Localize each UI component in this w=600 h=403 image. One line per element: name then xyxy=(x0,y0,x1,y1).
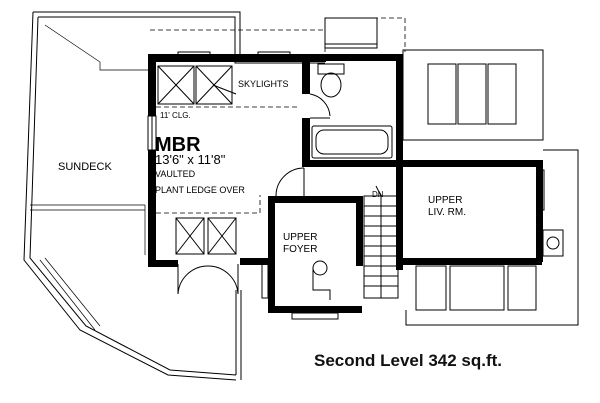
mbr-walls xyxy=(148,54,326,267)
upper-liv-label-2: LIV. RM. xyxy=(428,207,466,218)
bath-walls xyxy=(302,54,403,167)
skylights xyxy=(157,65,237,105)
stairs xyxy=(363,185,399,299)
roof-outline xyxy=(150,17,406,52)
upper-liv-label-1: UPPER xyxy=(428,195,462,206)
liv-details xyxy=(402,49,579,326)
stair-dn-label: DN xyxy=(372,190,384,199)
top-entry xyxy=(177,17,378,59)
sundeck-label: SUNDECK xyxy=(58,161,112,173)
foyer-details xyxy=(261,167,339,320)
skylights-label: SKYLIGHTS xyxy=(238,79,289,89)
plant-ledge-planters xyxy=(175,217,237,255)
plan-caption: Second Level 342 sq.ft. xyxy=(314,351,503,370)
mbr-deck-door xyxy=(177,264,239,295)
bath-fixtures xyxy=(309,63,393,159)
upper-foyer-label-1: UPPER xyxy=(283,232,317,243)
ceiling-line xyxy=(156,106,300,214)
sundeck-details xyxy=(30,24,148,331)
mbr-west-window xyxy=(147,115,157,151)
liv-walls xyxy=(396,160,543,270)
ceiling-label: 11' CLG. xyxy=(160,111,191,120)
plant-ledge-label: PLANT LEDGE OVER xyxy=(155,185,245,195)
upper-foyer-label-2: FOYER xyxy=(283,244,317,255)
mbr-dimensions: 13'6" x 11'8" xyxy=(155,152,226,167)
foyer-walls xyxy=(268,196,363,313)
mbr-label: MBR xyxy=(155,134,201,156)
vaulted-label: VAULTED xyxy=(155,169,196,179)
